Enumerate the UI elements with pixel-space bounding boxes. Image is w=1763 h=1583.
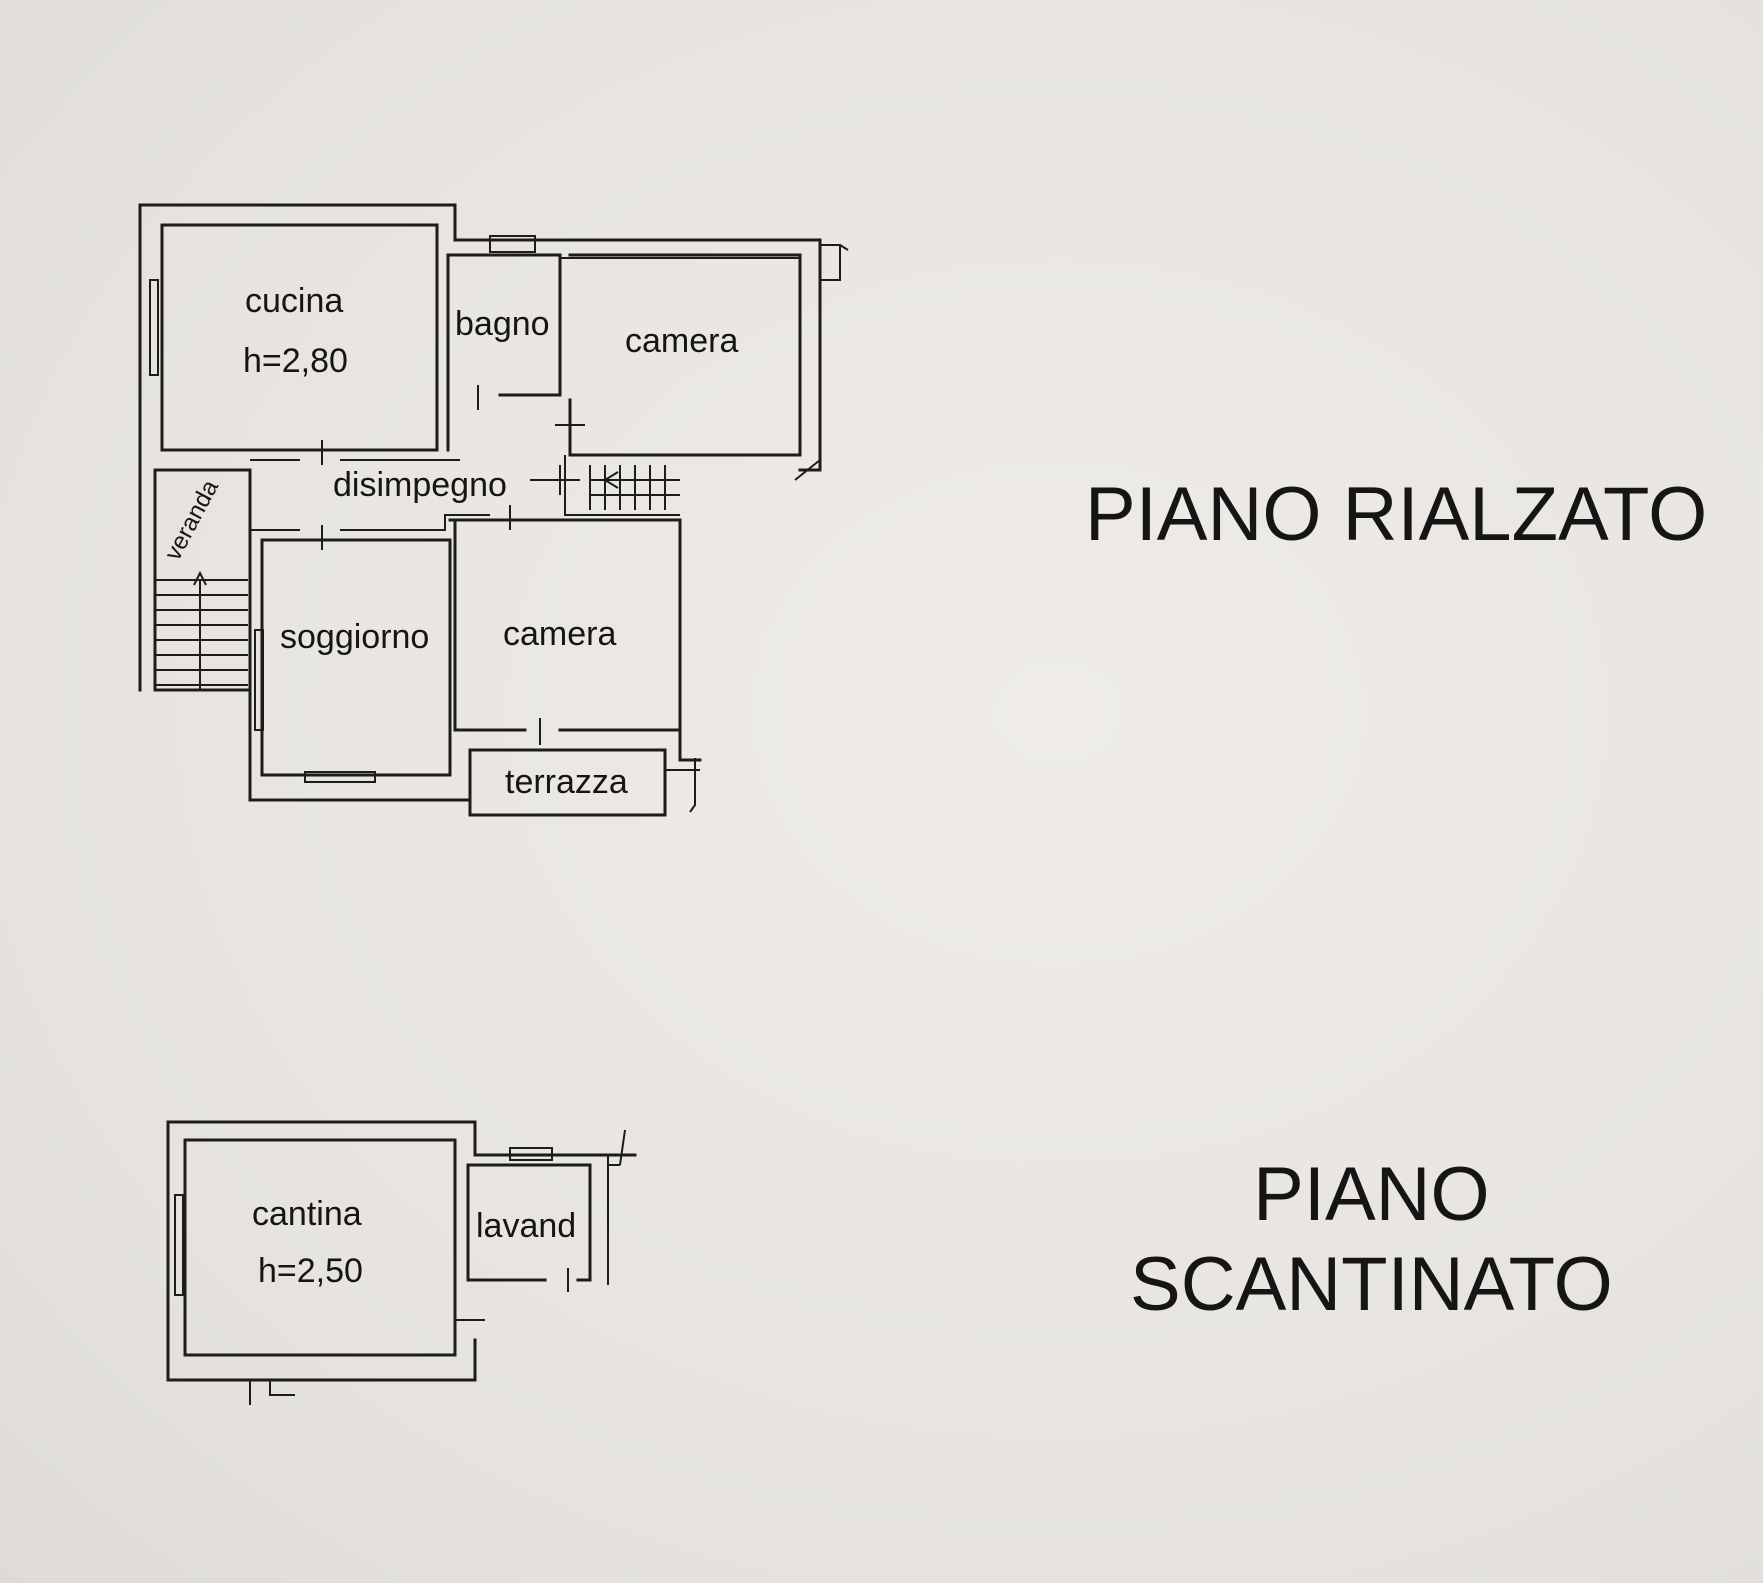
room-label-lavand: lavand xyxy=(476,1207,576,1245)
room-cucina-walls xyxy=(149,223,439,452)
room-lavand-walls xyxy=(466,1129,626,1292)
room-label-cantina: cantina xyxy=(252,1195,362,1233)
floor-title-scantinato-line1: PIANO xyxy=(1253,1152,1490,1237)
floor-title-rialzato: PIANO RIALZATO xyxy=(1085,470,1707,560)
room-label-camera-2: camera xyxy=(503,615,616,653)
room-label-veranda: veranda xyxy=(159,475,224,565)
room-label-cucina-height: h=2,80 xyxy=(243,342,348,380)
room-cantina-walls xyxy=(166,1120,637,1405)
room-label-camera-1: camera xyxy=(625,322,738,360)
room-label-cantina-height: h=2,50 xyxy=(258,1252,363,1290)
floor-title-scantinato: PIANO SCANTINATO xyxy=(1130,1150,1613,1329)
floor-title-rialzato-text: PIANO RIALZATO xyxy=(1085,472,1708,557)
plan-scantinato: cantina h=2,50 lavand xyxy=(166,1120,637,1405)
area-veranda xyxy=(153,468,252,692)
room-bagno-walls xyxy=(446,235,562,452)
floor-title-scantinato-line2: SCANTINATO xyxy=(1130,1241,1613,1327)
veranda-stairs xyxy=(155,570,248,690)
room-camera-1-walls xyxy=(555,244,849,481)
room-label-terrazza: terrazza xyxy=(505,763,628,801)
stair-treads-right xyxy=(589,465,680,510)
room-label-cucina: cucina xyxy=(245,282,343,320)
room-camera-2-walls xyxy=(448,518,682,745)
room-soggiorno-walls xyxy=(254,538,452,783)
area-terrazza xyxy=(468,748,700,817)
room-label-soggiorno: soggiorno xyxy=(280,618,429,656)
plan-rialzato: cucina h=2,80 bagno camera disimpegno ve… xyxy=(138,203,849,817)
room-label-disimpegno: disimpegno xyxy=(333,466,507,504)
area-disimpegno xyxy=(250,440,680,550)
room-label-bagno: bagno xyxy=(455,305,550,343)
